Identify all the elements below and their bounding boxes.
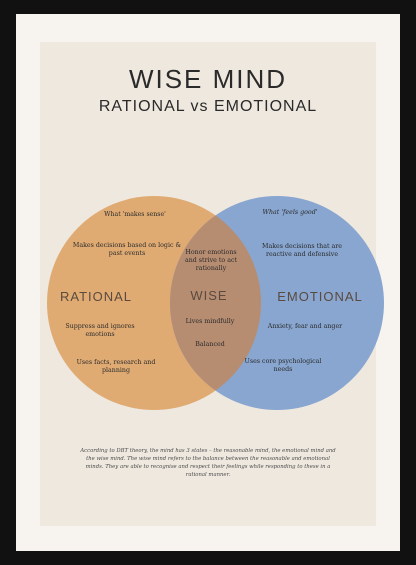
footnote: According to DBT theory, the mind has 3 … — [80, 448, 336, 478]
emotional-label-2: Makes decisions that are reactive and de… — [262, 243, 342, 258]
wise-label-2: Lives mindfully — [185, 318, 235, 325]
wise-label-1: Honor emotions and strive to act rationa… — [184, 249, 238, 272]
rational-title: RATIONAL — [59, 289, 133, 304]
emotional-title: EMOTIONAL — [277, 289, 363, 304]
wise-title: WISE — [190, 288, 228, 303]
emotional-label-3: Anxiety, fear and anger — [267, 323, 343, 330]
rational-label-2: Makes decisions based on logic & past ev… — [72, 242, 182, 257]
emotional-label-1: What 'feels good' — [262, 209, 318, 216]
rational-label-3: Suppress and ignores emotions — [65, 323, 135, 338]
rational-label-1: What 'makes sense' — [104, 211, 166, 218]
wise-overlap — [170, 196, 261, 410]
rational-label-4: Uses facts, research and planning — [76, 359, 156, 374]
wise-label-3: Balanced — [195, 341, 225, 348]
poster-title: WISE MIND — [128, 64, 288, 94]
poster-subtitle: RATIONAL vs EMOTIONAL — [98, 98, 318, 115]
emotional-label-4: Uses core psychological needs — [244, 358, 322, 373]
